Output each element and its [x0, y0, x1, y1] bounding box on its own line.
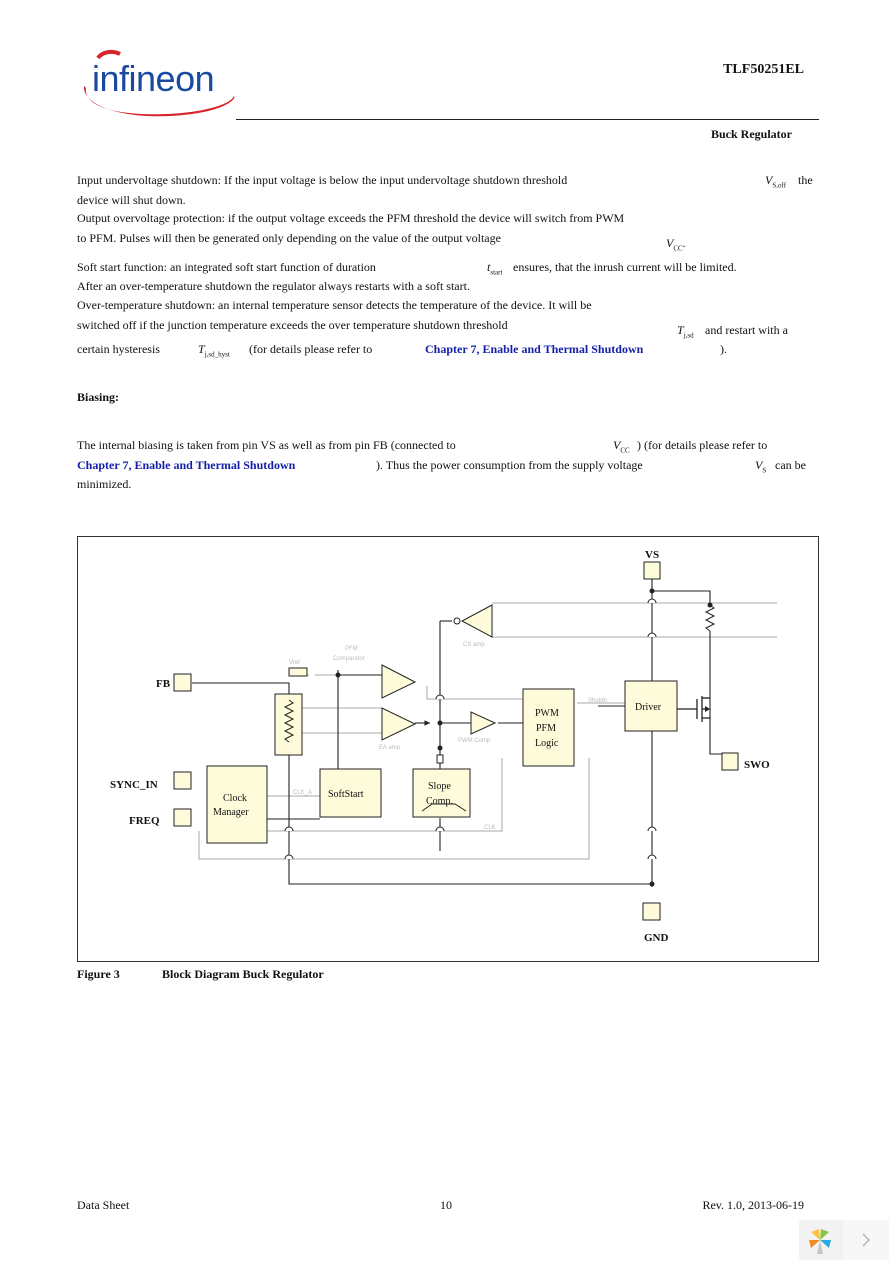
p3-line1-a: Soft start function: an integrated soft …	[77, 260, 376, 274]
slope-comp-line2: Comp.	[426, 796, 453, 807]
pin-swo-label: SWO	[744, 759, 770, 771]
cs-amp-label: CS amp	[463, 642, 485, 648]
p5-line2-end: can be	[775, 458, 806, 472]
figure-frame	[77, 536, 819, 962]
chevron-right-icon[interactable]	[862, 1233, 871, 1247]
p5-line2-b: ). Thus the power consumption from the s…	[376, 458, 643, 472]
p5-symbol-vcc: VCC	[613, 438, 630, 455]
pwm-comp-label: PWM Comp	[458, 738, 491, 744]
logo-wordmark: infineon	[92, 58, 215, 99]
block-diagram: VS FB SYNC_IN FREQ SWO GND PWM PFM Logic…	[110, 549, 777, 944]
p5-line1-b: ) (for details please refer to	[637, 438, 768, 452]
driver-label: Driver	[635, 702, 662, 713]
p4-line2-end: and restart with a	[705, 323, 788, 337]
p3-line2: After an over-temperature shutdown the r…	[77, 279, 470, 293]
figure-number: Figure 3	[77, 967, 120, 981]
infineon-logo	[83, 49, 235, 117]
p4-line3-b: (for details please refer to	[249, 342, 373, 356]
figure-title: Block Diagram Buck Regulator	[162, 967, 324, 981]
header-rule	[236, 119, 819, 120]
clk-a-label: CLK_A	[293, 790, 312, 796]
shutdn-label: Shutdn	[588, 698, 607, 704]
ea-amp-label: EA amp	[379, 745, 401, 751]
footer-revision: Rev. 1.0, 2013-06-19	[702, 1198, 804, 1212]
p4-line3-a: certain hysteresis	[77, 342, 160, 356]
pin-vs-label: VS	[645, 549, 659, 561]
p2-line1: Output overvoltage protection: if the ou…	[77, 211, 625, 225]
p1-line2: device will shut down.	[77, 193, 186, 207]
pfm-comparator-line1: PFM	[345, 646, 358, 652]
pin-freq-label: FREQ	[129, 815, 160, 827]
soft-start-label: SoftStart	[328, 789, 364, 800]
p1-end: the	[798, 173, 813, 187]
p4-line3-end: ).	[720, 342, 727, 356]
p4-line2: switched off if the junction temperature…	[77, 318, 508, 332]
pin-sync-in-label: SYNC_IN	[110, 779, 158, 791]
p2-symbol: VCC.	[666, 236, 686, 253]
p1-line1: Input undervoltage shutdown: If the inpu…	[77, 173, 568, 187]
pwm-logic-line1: PWM	[535, 708, 559, 719]
footer-left: Data Sheet	[77, 1198, 130, 1212]
pwm-logic-line3: Logic	[535, 738, 559, 749]
footer-page-number: 10	[440, 1198, 452, 1212]
p3-symbol: tstart	[487, 260, 503, 277]
p5-symbol-vs: VS	[755, 458, 767, 475]
vref-label: Vref	[289, 660, 300, 666]
p4-symbol-tjsd: Tj,sd	[677, 323, 694, 340]
pfm-comparator-line2: Comparator	[333, 656, 365, 662]
clk-label: CLK	[484, 825, 496, 831]
page-nav-widget	[799, 1220, 889, 1260]
p5-line3: minimized.	[77, 477, 132, 491]
biasing-heading: Biasing:	[77, 390, 120, 404]
product-code: TLF50251EL	[723, 62, 804, 77]
clock-manager-line2: Manager	[213, 807, 249, 818]
pinwheel-icon	[809, 1229, 831, 1254]
pin-fb-label: FB	[156, 678, 171, 690]
p5-line1-a: The internal biasing is taken from pin V…	[77, 438, 456, 452]
header-subtitle: Buck Regulator	[711, 127, 792, 141]
p1-symbol: VS,off	[765, 173, 787, 190]
pin-gnd-label: GND	[644, 932, 669, 944]
chapter-7-link[interactable]: Chapter 7, Enable and Thermal Shutdown	[425, 342, 644, 356]
pwm-logic-line2: PFM	[536, 723, 556, 734]
chapter-7-link-2[interactable]: Chapter 7, Enable and Thermal Shutdown	[77, 458, 296, 472]
p4-line1: Over-temperature shutdown: an internal t…	[77, 298, 592, 312]
p3-line1-b: ensures, that the inrush current will be…	[513, 260, 737, 274]
clock-manager-line1: Clock	[223, 793, 247, 804]
slope-comp-line1: Slope	[428, 781, 451, 792]
p4-symbol-tjsd-hyst: Tj,sd_hyst	[198, 342, 230, 359]
p2-line2: to PFM. Pulses will then be generated on…	[77, 231, 501, 245]
